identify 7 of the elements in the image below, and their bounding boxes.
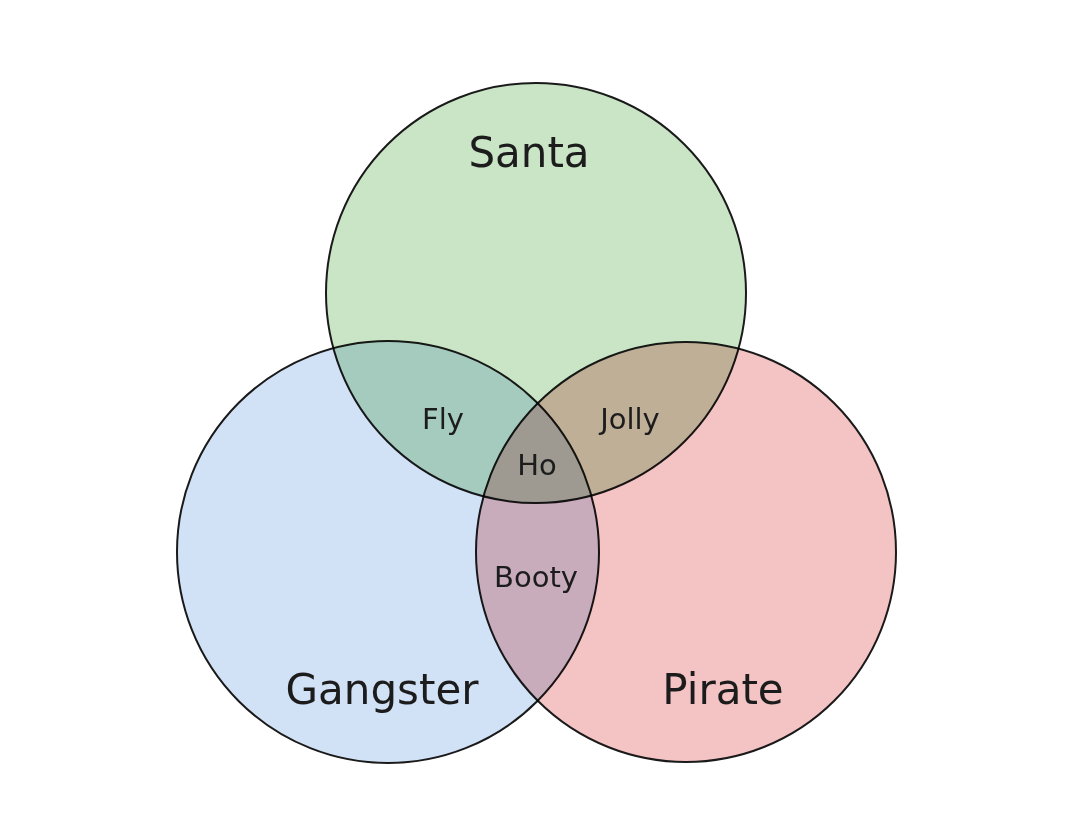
overlap-label: Fly <box>422 404 464 436</box>
overlap-label: Ho <box>517 450 557 482</box>
overlap-label: Booty <box>494 562 578 594</box>
set-label: Santa <box>468 129 590 177</box>
overlap-label: Jolly <box>600 404 660 436</box>
set-label: Gangster <box>285 666 479 714</box>
set-label: Pirate <box>662 666 784 714</box>
